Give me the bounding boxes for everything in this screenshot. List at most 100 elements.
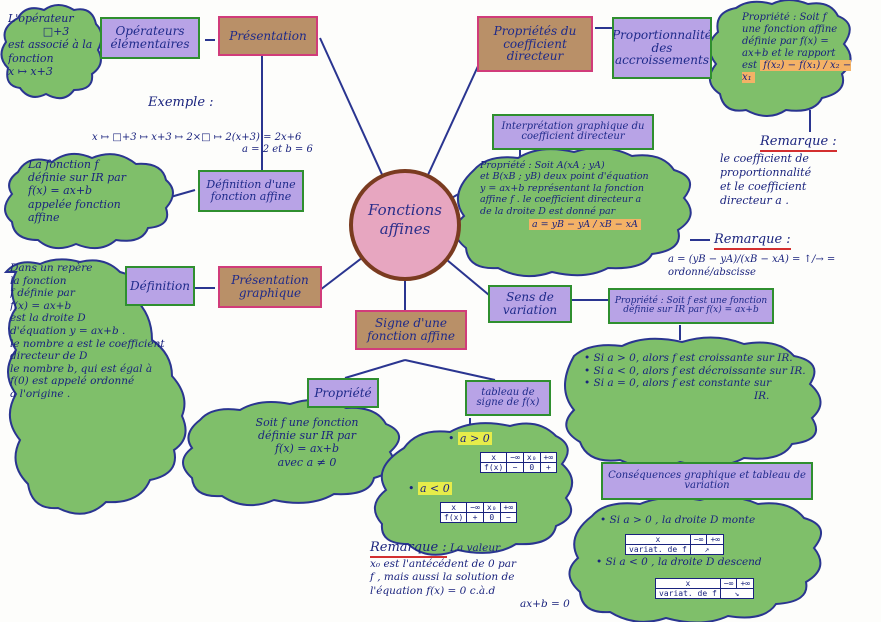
cloud-graphique-text: Dans un repère la fonction f définie par… <box>10 262 210 478</box>
graph-line-2: la fonction <box>10 274 67 287</box>
sens-line-1: • Si a > 0, alors f est croissante sur I… <box>584 352 793 364</box>
graph-line-7: le nombre a est le coefficient <box>10 337 165 350</box>
cons-line-1: • Si a > 0 , la droite D monte <box>600 514 756 526</box>
signe-neg-x: x <box>439 502 468 513</box>
node-signe[interactable]: Signe d'une fonction affine <box>355 310 467 350</box>
operateur-box: □+3 <box>42 25 70 39</box>
signe-neg-inf-neg: −∞ <box>466 502 484 513</box>
variation-table-neg: x−∞+∞ variat. de f↘ <box>655 578 755 599</box>
remarque-3-title: Remarque : <box>370 540 447 559</box>
remarque-1-line-4: directeur a . <box>720 193 789 207</box>
interp-line-5: de la droite D est donné par <box>480 205 616 217</box>
remarque-3-line-5: ax+b = 0 <box>520 597 570 610</box>
variation-table-pos: x−∞+∞ variat. de f↗ <box>625 534 725 555</box>
sens-line-2: • Si a < 0, alors f est décroissante sur… <box>584 364 806 377</box>
cloud-accroissements <box>708 0 852 117</box>
operateur-line-3: fonction <box>8 51 54 65</box>
signe-pos-inf-neg: −∞ <box>506 452 524 463</box>
node-consequences[interactable]: Conséquences graphique et tableau de var… <box>601 462 813 500</box>
graph-line-10: f(0) est appelé ordonné <box>10 375 135 388</box>
propriete-line-2: définie sur IR par <box>258 429 356 443</box>
graph-line-9: le nombre b, qui est égal à <box>10 362 153 375</box>
graph-line-3: f définie par <box>10 287 75 300</box>
node-tableau-signe[interactable]: tableau de signe de f(x) <box>465 380 551 416</box>
remarque-3: Remarque : La valeur x₀ est l'antécédent… <box>370 540 590 611</box>
accr-formula: f(x₂) − f(x₁) / x₂ − x₁ <box>742 60 852 83</box>
center-title: Fonctions affines <box>350 175 460 265</box>
cloud-accroissements-text: Propriété : Soit f une fonction affine d… <box>742 12 862 112</box>
propriete-line-3: f(x) = ax+b <box>274 442 340 456</box>
signe-pos-x: x <box>479 452 508 463</box>
remarque-1: Remarque : le coefficient de proportionn… <box>720 134 870 207</box>
graph-line-6: d'équation y = ax+b . <box>10 324 126 337</box>
sens-line-4: IR. <box>754 389 770 402</box>
remarque-1-line-3: et le coefficient <box>720 179 807 193</box>
graph-line-4: f(x) = ax+b <box>10 299 72 312</box>
graph-line-1: Dans un repère <box>10 262 93 274</box>
center-title-line1: Fonctions <box>368 200 442 219</box>
node-propriete[interactable]: Propriété <box>307 378 379 408</box>
interp-formula: a = yB − yA / xB − xA <box>528 218 642 230</box>
signe-table-pos: x−∞x₀+∞ f(x)−0+ <box>479 452 558 473</box>
exemple-line-2: a = 2 et b = 6 <box>242 144 313 155</box>
operateur-line-2: est associé à la <box>8 38 93 52</box>
graph-line-8: directeur de D <box>10 350 88 363</box>
cloud-sens-text: • Si a > 0, alors f est croissante sur I… <box>584 352 854 440</box>
cloud-graphique <box>3 258 187 515</box>
cloud-interpretation <box>454 146 692 278</box>
accr-line-1: Propriété : Soit f <box>742 12 827 23</box>
var-neg-inf-neg: −∞ <box>719 578 738 589</box>
node-presentation[interactable]: Présentation <box>218 16 318 56</box>
accr-line-3: définie par f(x) = <box>742 36 829 47</box>
graph-line-5: est la droite D <box>10 312 86 325</box>
interp-line-4: affine f . le coefficient directeur a <box>480 194 642 206</box>
remarque-1-title: Remarque : <box>760 134 837 153</box>
exemple-title: Exemple : <box>148 95 248 111</box>
graph-line-11: à l'origine . <box>10 387 71 400</box>
accr-line-2: une fonction affine <box>742 24 838 35</box>
cloud-consequences-text: • Si a > 0 , la droite D monte <box>600 514 856 606</box>
node-proportionnalite[interactable]: Proportionnalité des accroissements <box>612 17 712 79</box>
interp-line-1: Propriété : Soit A(xA ; yA) <box>480 160 605 171</box>
node-sens-variation[interactable]: Sens de variation <box>488 285 572 323</box>
exemple-body: x ↦ □+3 ↦ x+3 ↦ 2×□ ↦ 2(x+3) = 2x+6 a = … <box>92 132 332 156</box>
cloud-propriete <box>182 398 400 507</box>
accr-line-4: ax+b et le rapport <box>742 48 836 59</box>
node-definition-fonction[interactable]: Définition d'une fonction affine <box>198 170 304 212</box>
remarque-3-line-4: l'équation f(x) = 0 c.à.d <box>370 584 496 597</box>
fonction-line-3: f(x) = ax+b <box>28 184 93 198</box>
node-presentation-graphique[interactable]: Présentation graphique <box>218 266 322 308</box>
signe-pos-inf-pos: +∞ <box>539 452 558 463</box>
node-proprietes-coefficient[interactable]: Propriétés du coefficient directeur <box>477 16 593 72</box>
interp-line-3: y = ax+b représentant la fonction <box>480 182 645 194</box>
remarque-1-line-2: proportionnalité <box>720 166 812 179</box>
signe-table-neg: x−∞x₀+∞ f(x)+0− <box>439 502 518 523</box>
interp-line-2: et B(xB ; yB) deux point d'équation <box>480 171 649 183</box>
node-operateurs[interactable]: Opérateurs élémentaires <box>100 17 200 59</box>
operateur-line-1: L'opérateur <box>8 12 74 25</box>
signe-a-neg-label: a < 0 <box>418 482 452 495</box>
signe-a-neg: • a < 0 <box>408 482 452 495</box>
center-circle <box>349 169 461 281</box>
var-pos-inf-neg: −∞ <box>689 534 708 545</box>
node-propriete-sens[interactable]: Propriété : Soit f est une fonction défi… <box>608 288 774 324</box>
var-neg-inf-pos: +∞ <box>736 578 755 589</box>
remarque-2-body: a = (yB − yA)/(xB − xA) = ↑/→ = ordonné/… <box>668 254 836 278</box>
cons-line-2: • Si a < 0 , la droite D descend <box>596 556 762 568</box>
exemple-title-text: Exemple : <box>148 95 214 110</box>
exemple-line-1: x ↦ □+3 ↦ x+3 ↦ 2×□ ↦ 2(x+3) = 2x+6 <box>92 132 302 143</box>
center-title-line2: affines <box>379 220 431 238</box>
remarque-3-line-3: f , mais aussi la solution de <box>370 571 515 584</box>
var-neg-label: variat. de f <box>655 588 721 599</box>
propriete-line-1: Soit f une fonction <box>255 416 359 429</box>
signe-neg-inf-pos: +∞ <box>499 502 518 513</box>
propriete-line-4: avec a ≠ 0 <box>277 455 337 469</box>
var-pos-inf-pos: +∞ <box>706 534 725 545</box>
var-pos-x: x <box>625 534 691 545</box>
remarque-1-line-1: le coefficient de <box>720 152 809 166</box>
node-interpretation[interactable]: Interprétation graphique du coefficient … <box>492 114 654 150</box>
cloud-propriete-text: Soit f une fonction définie sur IR par f… <box>232 416 382 480</box>
remarque-2-title: Remarque : <box>714 232 791 251</box>
operateur-line-4: x ↦ x+3 <box>8 64 53 78</box>
node-definition[interactable]: Définition <box>125 266 195 306</box>
